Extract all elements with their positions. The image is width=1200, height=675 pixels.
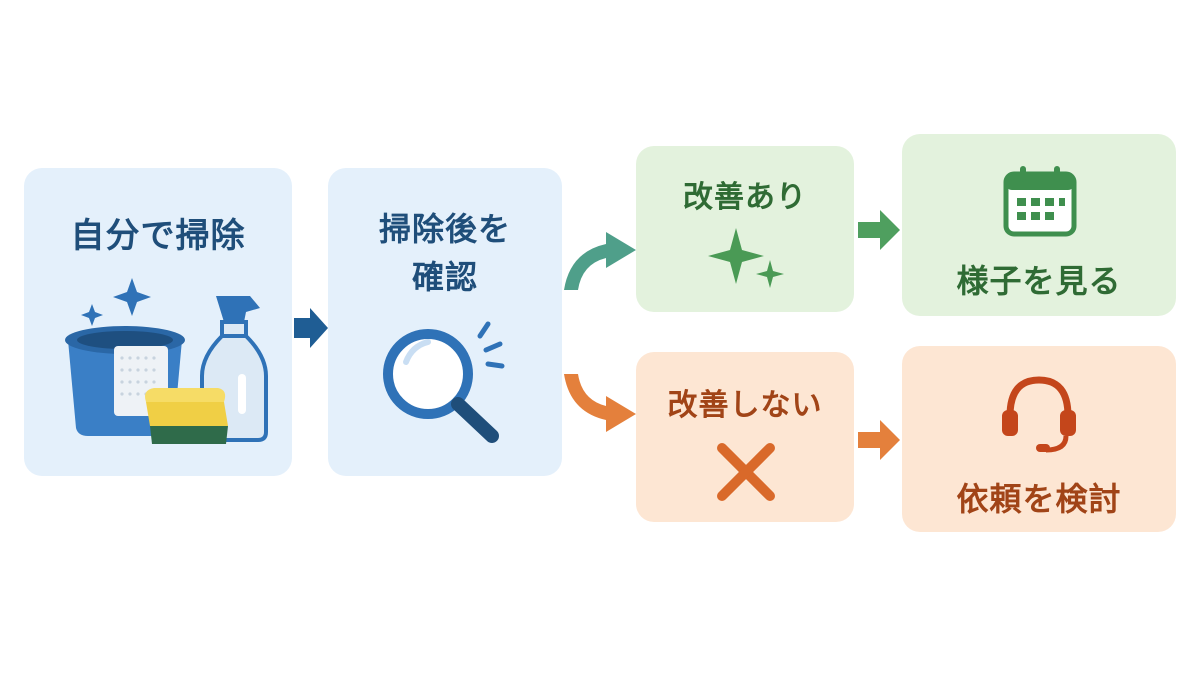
step-not-improved: 改善しない [636,352,854,522]
arrow-right-orange-icon [858,420,900,460]
step-request: 依頼を検討 [902,346,1176,532]
step-request-label: 依頼を検討 [956,480,1122,518]
arrow-right-icon [294,308,328,348]
step-check-line1: 掃除後を [378,210,511,248]
step-watch-label: 様子を見る [956,262,1122,300]
step-not-improved-label: 改善しない [667,388,823,423]
branch-arrow-up-icon [564,232,636,290]
headset-icon [1002,376,1076,453]
step-check: 掃除後を 確認 [328,168,562,476]
cross-icon [717,443,775,501]
sparkle-icon [708,228,784,288]
step-improved-label: 改善あり [683,180,807,215]
cleaning-supplies-icon [65,278,268,444]
step-self-clean: 自分で掃除 [24,168,292,476]
magnifier-icon [383,321,505,443]
calendar-icon [1003,166,1077,237]
step-self-clean-label: 自分で掃除 [70,216,246,256]
step-check-line2: 確認 [411,258,478,296]
arrow-right-green-icon [858,210,900,250]
branch-arrow-down-icon [564,374,636,432]
step-improved: 改善あり [636,146,854,312]
step-watch: 様子を見る [902,134,1176,316]
